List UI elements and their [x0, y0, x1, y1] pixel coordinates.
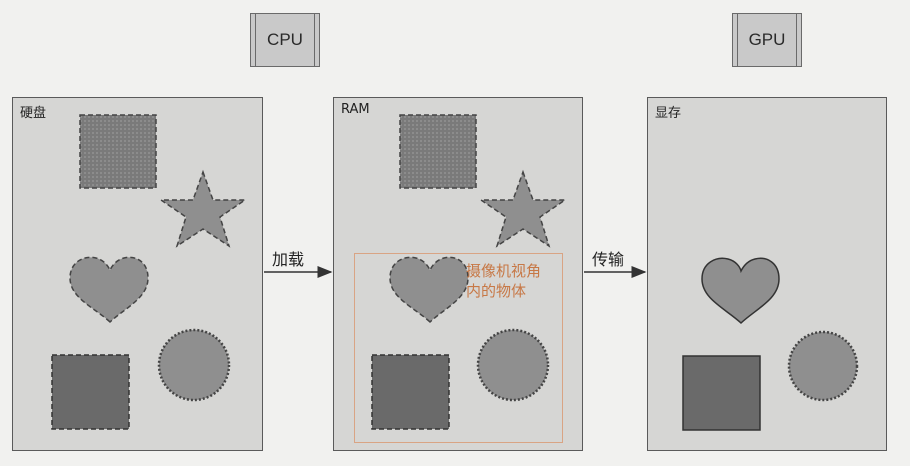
camera-view-box — [354, 253, 563, 443]
disk-star — [158, 169, 248, 248]
vram-dark-square — [682, 355, 761, 431]
ram-dark-square — [371, 354, 450, 430]
cpu-chip: CPU — [250, 13, 320, 67]
cpu-label: CPU — [267, 30, 303, 49]
disk-dark-square — [51, 354, 130, 430]
ram-star — [478, 169, 568, 248]
vram-title: 显存 — [655, 106, 682, 121]
camera-view-label: 摄像机视角 内的物体 — [466, 261, 566, 301]
ram-gear — [476, 328, 550, 402]
load-label: 加载 — [272, 250, 305, 269]
disk-gear — [157, 328, 231, 402]
ram-dotted-square — [399, 114, 477, 189]
ram-title: RAM — [341, 102, 370, 117]
disk-heart — [69, 256, 149, 324]
gpu-label: GPU — [748, 30, 786, 49]
vram-heart — [701, 257, 780, 325]
ram-heart — [389, 256, 469, 324]
camera-label-line2: 内的物体 — [466, 282, 527, 300]
gpu-chip: GPU — [732, 13, 802, 67]
disk-title: 硬盘 — [20, 106, 47, 121]
camera-label-line1: 摄像机视角 — [466, 262, 542, 280]
vram-gear — [787, 330, 859, 402]
transfer-label: 传输 — [592, 250, 625, 269]
disk-dotted-square — [79, 114, 157, 189]
